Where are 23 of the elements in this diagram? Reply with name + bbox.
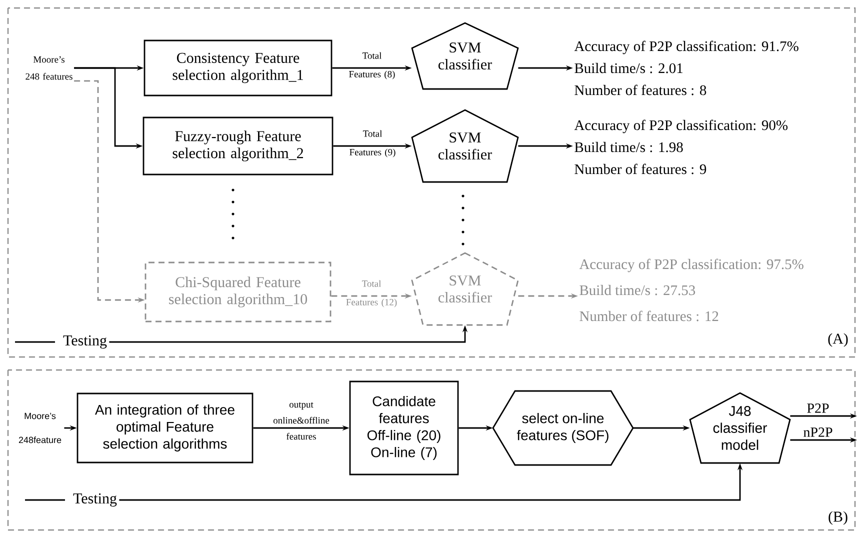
result-text: Accuracy of P2P classification: 91.7% Build time/s : 2.01 Number of features : 8 <box>574 40 798 96</box>
edge-label: nP2P <box>804 428 832 437</box>
edge-label: Total Features (12) <box>346 280 397 308</box>
process-box: Chi-Squared Feature selection algorithm_10 <box>144 262 332 322</box>
process-box: Consistency Feature selection algorithm_1 <box>144 40 332 96</box>
edge-label: P2P <box>807 404 829 413</box>
result-text: Accuracy of P2P classification: 97.5% Build time/s : 27.53 Number of features : 12 <box>579 258 804 322</box>
edge-label: Total Features (8) <box>349 52 395 80</box>
process-box: Fuzzy-rough Feature selection algorithm_2 <box>142 116 334 176</box>
pentagon-node: SVM classifier <box>411 22 519 90</box>
testing-label: Testing <box>15 335 107 349</box>
result-text: Accuracy of P2P classification: 90% Build time/s : 1.98 Number of features : 9 <box>574 120 788 174</box>
process-box: Candidate features Off-line (20) On-line (7) <box>349 380 459 476</box>
testing-label: Testing <box>25 493 117 507</box>
edge-label: Total Features (9) <box>350 130 396 158</box>
edge-label: output online&offline features <box>273 402 330 440</box>
hexagon-node: select on-line features (SOF) <box>492 390 634 466</box>
input-label: Moore’s 248feature <box>18 412 62 444</box>
process-box: An integration of three optimal Feature selection algorithms <box>76 392 254 464</box>
pentagon-node: SVM classifier <box>411 109 519 183</box>
pentagon-node: SVM classifier <box>411 252 519 326</box>
input-label: Moore’s 248 features <box>26 56 72 80</box>
pentagon-node: J48 classifier model <box>689 392 791 464</box>
